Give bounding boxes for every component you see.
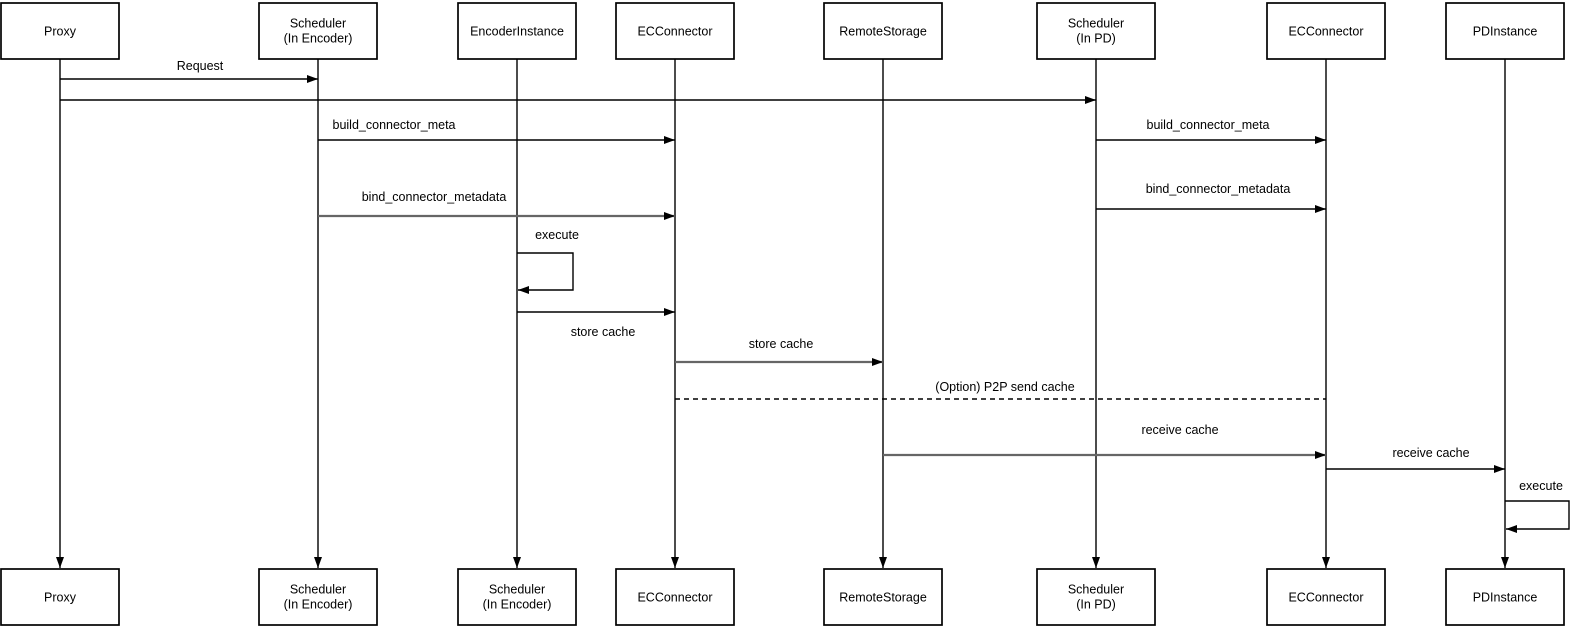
participant-bottom-encoder-instance: Scheduler(In Encoder): [457, 568, 577, 626]
participant-label: ECConnector: [1288, 25, 1363, 39]
participant-box: [1445, 568, 1565, 626]
message-label-receive-cache: receive cache: [1141, 423, 1218, 437]
participant-bottom-remote-storage: RemoteStorage: [823, 568, 943, 626]
participant-label: Proxy: [44, 591, 77, 605]
message-label-build-connector-meta: build_connector_meta: [333, 118, 456, 132]
message-label-store-cache: store cache: [749, 337, 814, 351]
self-message-label-execute: execute: [535, 228, 579, 242]
participant-label: Scheduler: [489, 583, 545, 597]
participant-top-scheduler-encoder: Scheduler(In Encoder): [258, 2, 378, 60]
participant-top-ec-connector-2: ECConnector: [1266, 2, 1386, 60]
message-label-receive-cache: receive cache: [1392, 446, 1469, 460]
participant-box: [258, 568, 378, 626]
message-label-request: Request: [177, 59, 224, 73]
participant-top-remote-storage: RemoteStorage: [823, 2, 943, 60]
participant-bottom-proxy: Proxy: [0, 568, 120, 626]
participant-box: [823, 568, 943, 626]
participant-label: ECConnector: [637, 25, 712, 39]
message-label-bind-connector-metadata: bind_connector_metadata: [362, 190, 507, 204]
participant-top-pd-instance: PDInstance: [1445, 2, 1565, 60]
participant-box: [0, 568, 120, 626]
participant-box: [823, 2, 943, 60]
participant-bottom-ec-connector-1: ECConnector: [615, 568, 735, 626]
participant-label: EncoderInstance: [470, 25, 564, 39]
participant-label: ECConnector: [637, 591, 712, 605]
participant-top-proxy: Proxy: [0, 2, 120, 60]
message-label-build-connector-meta: build_connector_meta: [1147, 118, 1270, 132]
self-message-execute-encoder-instance: [517, 252, 574, 294]
participant-label: Proxy: [44, 25, 77, 39]
participant-box: [615, 2, 735, 60]
participant-label: Scheduler: [290, 583, 346, 597]
participant-box: [1266, 568, 1386, 626]
self-message-label-execute: execute: [1519, 479, 1563, 493]
participant-label: (In PD): [1076, 598, 1116, 612]
participant-box: [258, 2, 378, 60]
participant-box: [615, 568, 735, 626]
participant-box: [1036, 2, 1156, 60]
participant-label: (In PD): [1076, 32, 1116, 46]
participant-label: RemoteStorage: [839, 25, 927, 39]
message-label-store-cache: store cache: [571, 325, 636, 339]
participant-top-scheduler-pd: Scheduler(In PD): [1036, 2, 1156, 60]
participant-label: (In Encoder): [284, 598, 353, 612]
participant-bottom-ec-connector-2: ECConnector: [1266, 568, 1386, 626]
participant-top-ec-connector-1: ECConnector: [615, 2, 735, 60]
participant-label: PDInstance: [1473, 25, 1538, 39]
participant-label: PDInstance: [1473, 591, 1538, 605]
participant-label: Scheduler: [1068, 17, 1124, 31]
participant-bottom-pd-instance: PDInstance: [1445, 568, 1565, 626]
participant-label: (In Encoder): [284, 32, 353, 46]
message-label-option-p2p-send-cache: (Option) P2P send cache: [935, 380, 1074, 394]
participant-box: [457, 568, 577, 626]
message-label-bind-connector-metadata: bind_connector_metadata: [1146, 182, 1291, 196]
participant-label: RemoteStorage: [839, 591, 927, 605]
participant-label: Scheduler: [1068, 583, 1124, 597]
participant-box: [1266, 2, 1386, 60]
participant-box: [1036, 568, 1156, 626]
participant-bottom-scheduler-pd: Scheduler(In PD): [1036, 568, 1156, 626]
self-message-execute-pd-instance: [1505, 500, 1570, 533]
participant-label: ECConnector: [1288, 591, 1363, 605]
participant-label: (In Encoder): [483, 598, 552, 612]
participant-box: [0, 2, 120, 60]
participant-bottom-scheduler-encoder: Scheduler(In Encoder): [258, 568, 378, 626]
participant-top-encoder-instance: EncoderInstance: [457, 2, 577, 60]
participant-box: [1445, 2, 1565, 60]
participant-label: Scheduler: [290, 17, 346, 31]
participant-box: [457, 2, 577, 60]
